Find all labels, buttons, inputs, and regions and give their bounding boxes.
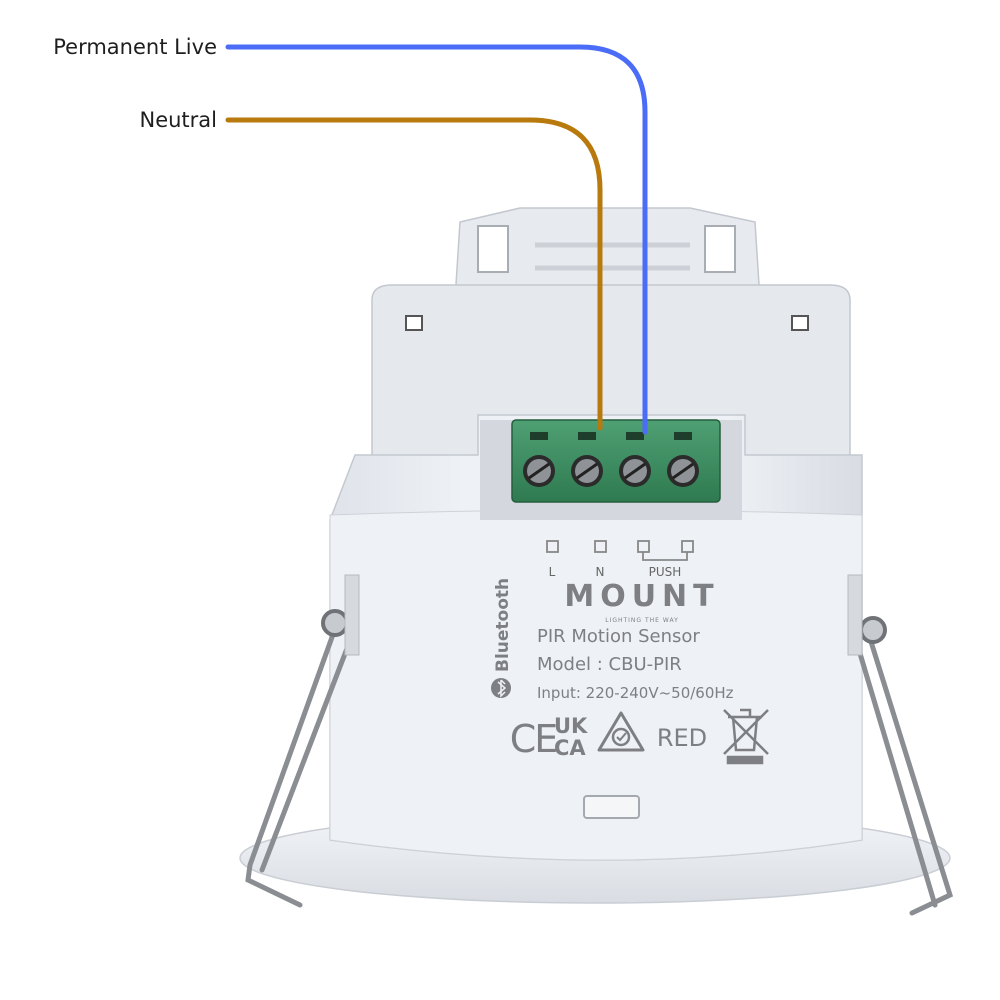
weee-bin-icon (723, 708, 769, 765)
tab-slot-right (704, 225, 736, 273)
terminal-screw-l (523, 455, 555, 487)
terminal-screw-push-2 (667, 455, 699, 487)
neutral-label: Neutral (139, 108, 217, 132)
terminal-screw-push (619, 455, 651, 487)
terminal-label-push: PUSH (649, 565, 682, 579)
ukca-mark-top: UK (554, 714, 588, 738)
ukca-mark-bottom: CA (554, 736, 586, 760)
permanent-live-wire (225, 44, 648, 435)
plate-hole-right (791, 315, 809, 331)
terminal-screw-n (571, 455, 603, 487)
terminal-label-l: L (549, 565, 556, 579)
neutral-wire (225, 117, 603, 431)
right-spring-clip (847, 574, 954, 916)
terminal-block (511, 419, 721, 503)
rcm-mark-icon (597, 711, 645, 752)
red-mark: RED (657, 724, 707, 752)
brand-logo: MOUNT (564, 579, 719, 614)
tab-slot-left (477, 225, 509, 273)
input-rating: Input: 220-240V~50/60Hz (537, 684, 734, 702)
bluetooth-text: Bluetooth (493, 578, 513, 672)
bluetooth-glyph (497, 679, 507, 698)
terminal-label-n: N (596, 565, 605, 579)
permanent-live-label: Permanent Live (53, 35, 217, 59)
left-spring-clip (245, 574, 360, 908)
model-number: Model : CBU-PIR (537, 654, 682, 675)
brand-tagline: LIGHTING THE WAY (605, 617, 679, 624)
terminal-legend (546, 540, 694, 561)
housing-slot (583, 795, 640, 819)
product-name: PIR Motion Sensor (537, 626, 700, 647)
ce-mark: CE (510, 717, 557, 761)
plate-hole-left (405, 315, 423, 331)
